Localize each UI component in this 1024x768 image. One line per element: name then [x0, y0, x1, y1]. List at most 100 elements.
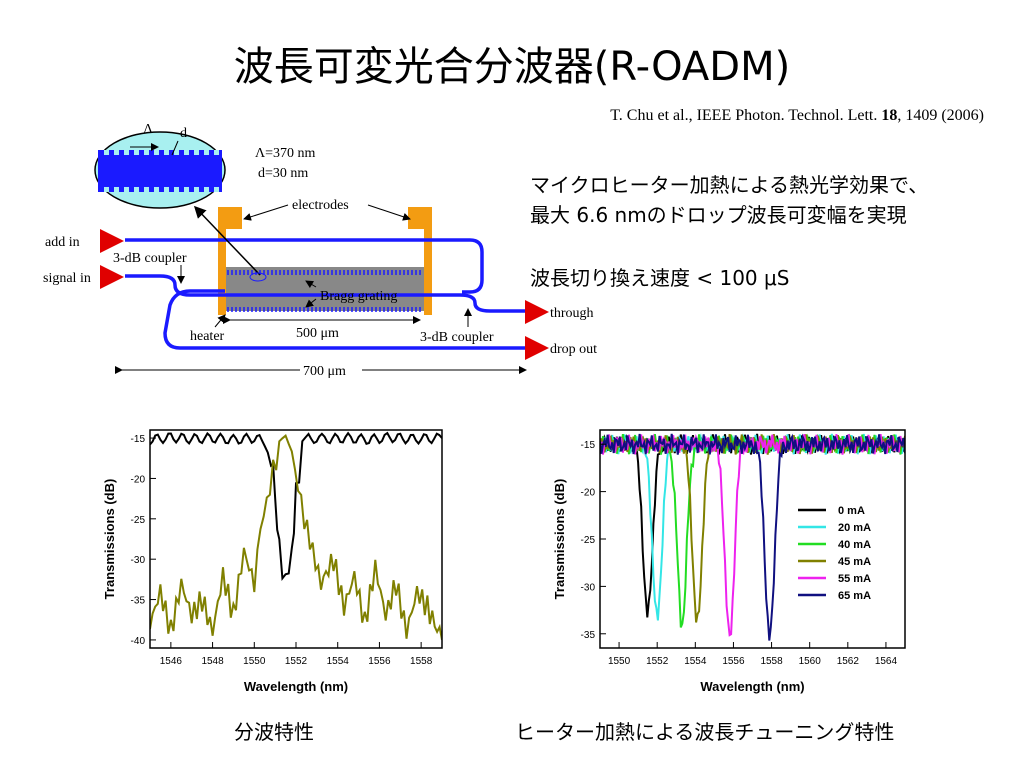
- y-tick-label: -35: [131, 596, 146, 607]
- electrode-right: [408, 207, 432, 315]
- waveguides: [125, 238, 530, 350]
- x-tick-label: 1556: [722, 656, 745, 667]
- grating-tooth: [134, 187, 139, 192]
- grating-tooth: [114, 187, 119, 192]
- legend-entry: 45 mA: [838, 556, 871, 568]
- chart-wavelength-tuning: 1550 1552 1554 1556 1558 1560 1562 1564 -15 -20 -2…: [552, 429, 906, 694]
- grating-tooth: [184, 187, 189, 192]
- grating-tooth: [104, 187, 109, 192]
- description-line-1: マイクロヒーター加熱による熱光学効果で、: [530, 173, 929, 197]
- y-tick-label: -25: [131, 515, 146, 526]
- y-tick-label: -15: [131, 434, 146, 445]
- description-line-3: 波長切り換え速度 < 100 μS: [530, 266, 790, 290]
- grating-tooth: [134, 150, 139, 155]
- coupler-left-label: 3-dB coupler: [113, 251, 187, 266]
- x-tick-label: 1558: [410, 656, 433, 667]
- coupler-right-label: 3-dB coupler: [420, 330, 494, 345]
- x-axis-label: Wavelength (nm): [700, 679, 804, 694]
- grating-tooth: [214, 150, 219, 155]
- x-tick-label: 1562: [837, 656, 860, 667]
- y-tick-label: -40: [131, 636, 146, 647]
- grating-tooth: [194, 150, 199, 155]
- grating-tooth: [184, 150, 189, 155]
- x-tick-label: 1552: [646, 656, 669, 667]
- x-tick-label: 1558: [760, 656, 783, 667]
- grating-tooth: [174, 187, 179, 192]
- legend: 0 mA 20 mA 40 mA 45 mA 55 mA 65 mA: [798, 505, 871, 602]
- series-line: [150, 431, 442, 582]
- grating-teeth: [104, 150, 219, 192]
- device-diagram: Λ d Λ=370 nm d=30 nm electrodes add in 3…: [43, 122, 597, 379]
- signal-in-label: signal in: [43, 271, 91, 286]
- x-tick-label: 1554: [327, 656, 350, 667]
- description-block: マイクロヒーター加熱による熱光学効果で、 最大 6.6 nmのドロップ波長可変幅…: [530, 170, 928, 230]
- citation-volume: 18: [881, 107, 898, 124]
- y-tick-label: -20: [131, 474, 146, 485]
- add-in-label: add in: [45, 235, 80, 250]
- lambda-label: Λ: [143, 122, 154, 137]
- grating-tooth: [124, 187, 129, 192]
- legend-entry: 55 mA: [838, 573, 871, 585]
- electrode-left: [218, 207, 242, 315]
- grating-tooth: [124, 150, 129, 155]
- legend-entry: 65 mA: [838, 590, 871, 602]
- series-line: [600, 433, 905, 641]
- legend-entry: 20 mA: [838, 522, 871, 534]
- length-700-label: 700 μm: [303, 364, 346, 379]
- d-value: d=30 nm: [258, 166, 308, 181]
- drop-out-label: drop out: [550, 342, 597, 357]
- citation-pages: , 1409 (2006): [897, 107, 984, 124]
- y-tick-label: -35: [581, 630, 596, 641]
- description-line-2: 最大 6.6 nmのドロップ波長可変幅を実現: [530, 203, 907, 227]
- d-label: d: [180, 126, 187, 141]
- x-tick-label: 1560: [799, 656, 822, 667]
- bragg-label: Bragg grating: [320, 289, 397, 304]
- lambda-value: Λ=370 nm: [255, 146, 316, 161]
- grating-tooth: [204, 187, 209, 192]
- x-tick-label: 1550: [608, 656, 631, 667]
- x-axis-label: Wavelength (nm): [244, 679, 348, 694]
- x-tick-label: 1552: [285, 656, 308, 667]
- bragg-grating: [227, 270, 421, 312]
- x-tick-label: 1564: [875, 656, 898, 667]
- legend-entry: 0 mA: [838, 505, 865, 517]
- grating-tooth: [164, 150, 169, 155]
- legend-entry: 40 mA: [838, 539, 871, 551]
- y-tick-label: -20: [581, 488, 596, 499]
- y-tick-label: -15: [581, 440, 596, 451]
- grating-tooth: [154, 187, 159, 192]
- grating-tooth: [114, 150, 119, 155]
- grating-tooth: [104, 150, 109, 155]
- x-tick-label: 1556: [368, 656, 391, 667]
- page-title: 波長可変光合分波器(R-OADM): [233, 44, 791, 90]
- through-label: through: [550, 306, 594, 321]
- x-tick-label: 1550: [243, 656, 266, 667]
- heater-label: heater: [190, 329, 225, 344]
- y-tick-label: -25: [581, 535, 596, 546]
- y-tick-label: -30: [131, 555, 146, 566]
- grating-tooth: [214, 187, 219, 192]
- chart-drop-characteristics: 1546 1548 1550 1552 1554 1556 1558 -15 -20 -25 -30…: [102, 429, 443, 694]
- caption-left: 分波特性: [234, 720, 314, 744]
- y-axis-label: Transmissions (dB): [102, 479, 117, 600]
- caption-right: ヒーター加熱による波長チューニング特性: [515, 720, 895, 744]
- grating-inset: [94, 131, 226, 209]
- grating-tooth: [144, 150, 149, 155]
- grating-tooth: [194, 187, 199, 192]
- grating-tooth: [174, 150, 179, 155]
- x-tick-label: 1554: [684, 656, 707, 667]
- series-line: [150, 434, 442, 641]
- plot-frame: [149, 429, 443, 649]
- grating-tooth: [204, 150, 209, 155]
- citation-authors: T. Chu et al., IEEE Photon. Technol. Let…: [610, 107, 882, 124]
- x-tick-label: 1546: [160, 656, 183, 667]
- x-tick-label: 1548: [201, 656, 224, 667]
- grating-tooth: [144, 187, 149, 192]
- y-tick-label: -30: [581, 582, 596, 593]
- length-500-label: 500 μm: [296, 326, 339, 341]
- electrodes-label: electrodes: [292, 198, 349, 213]
- y-axis-label: Transmissions (dB): [552, 479, 567, 600]
- d-pointer: [171, 140, 179, 156]
- grating-tooth: [154, 150, 159, 155]
- citation: T. Chu et al., IEEE Photon. Technol. Let…: [610, 107, 984, 125]
